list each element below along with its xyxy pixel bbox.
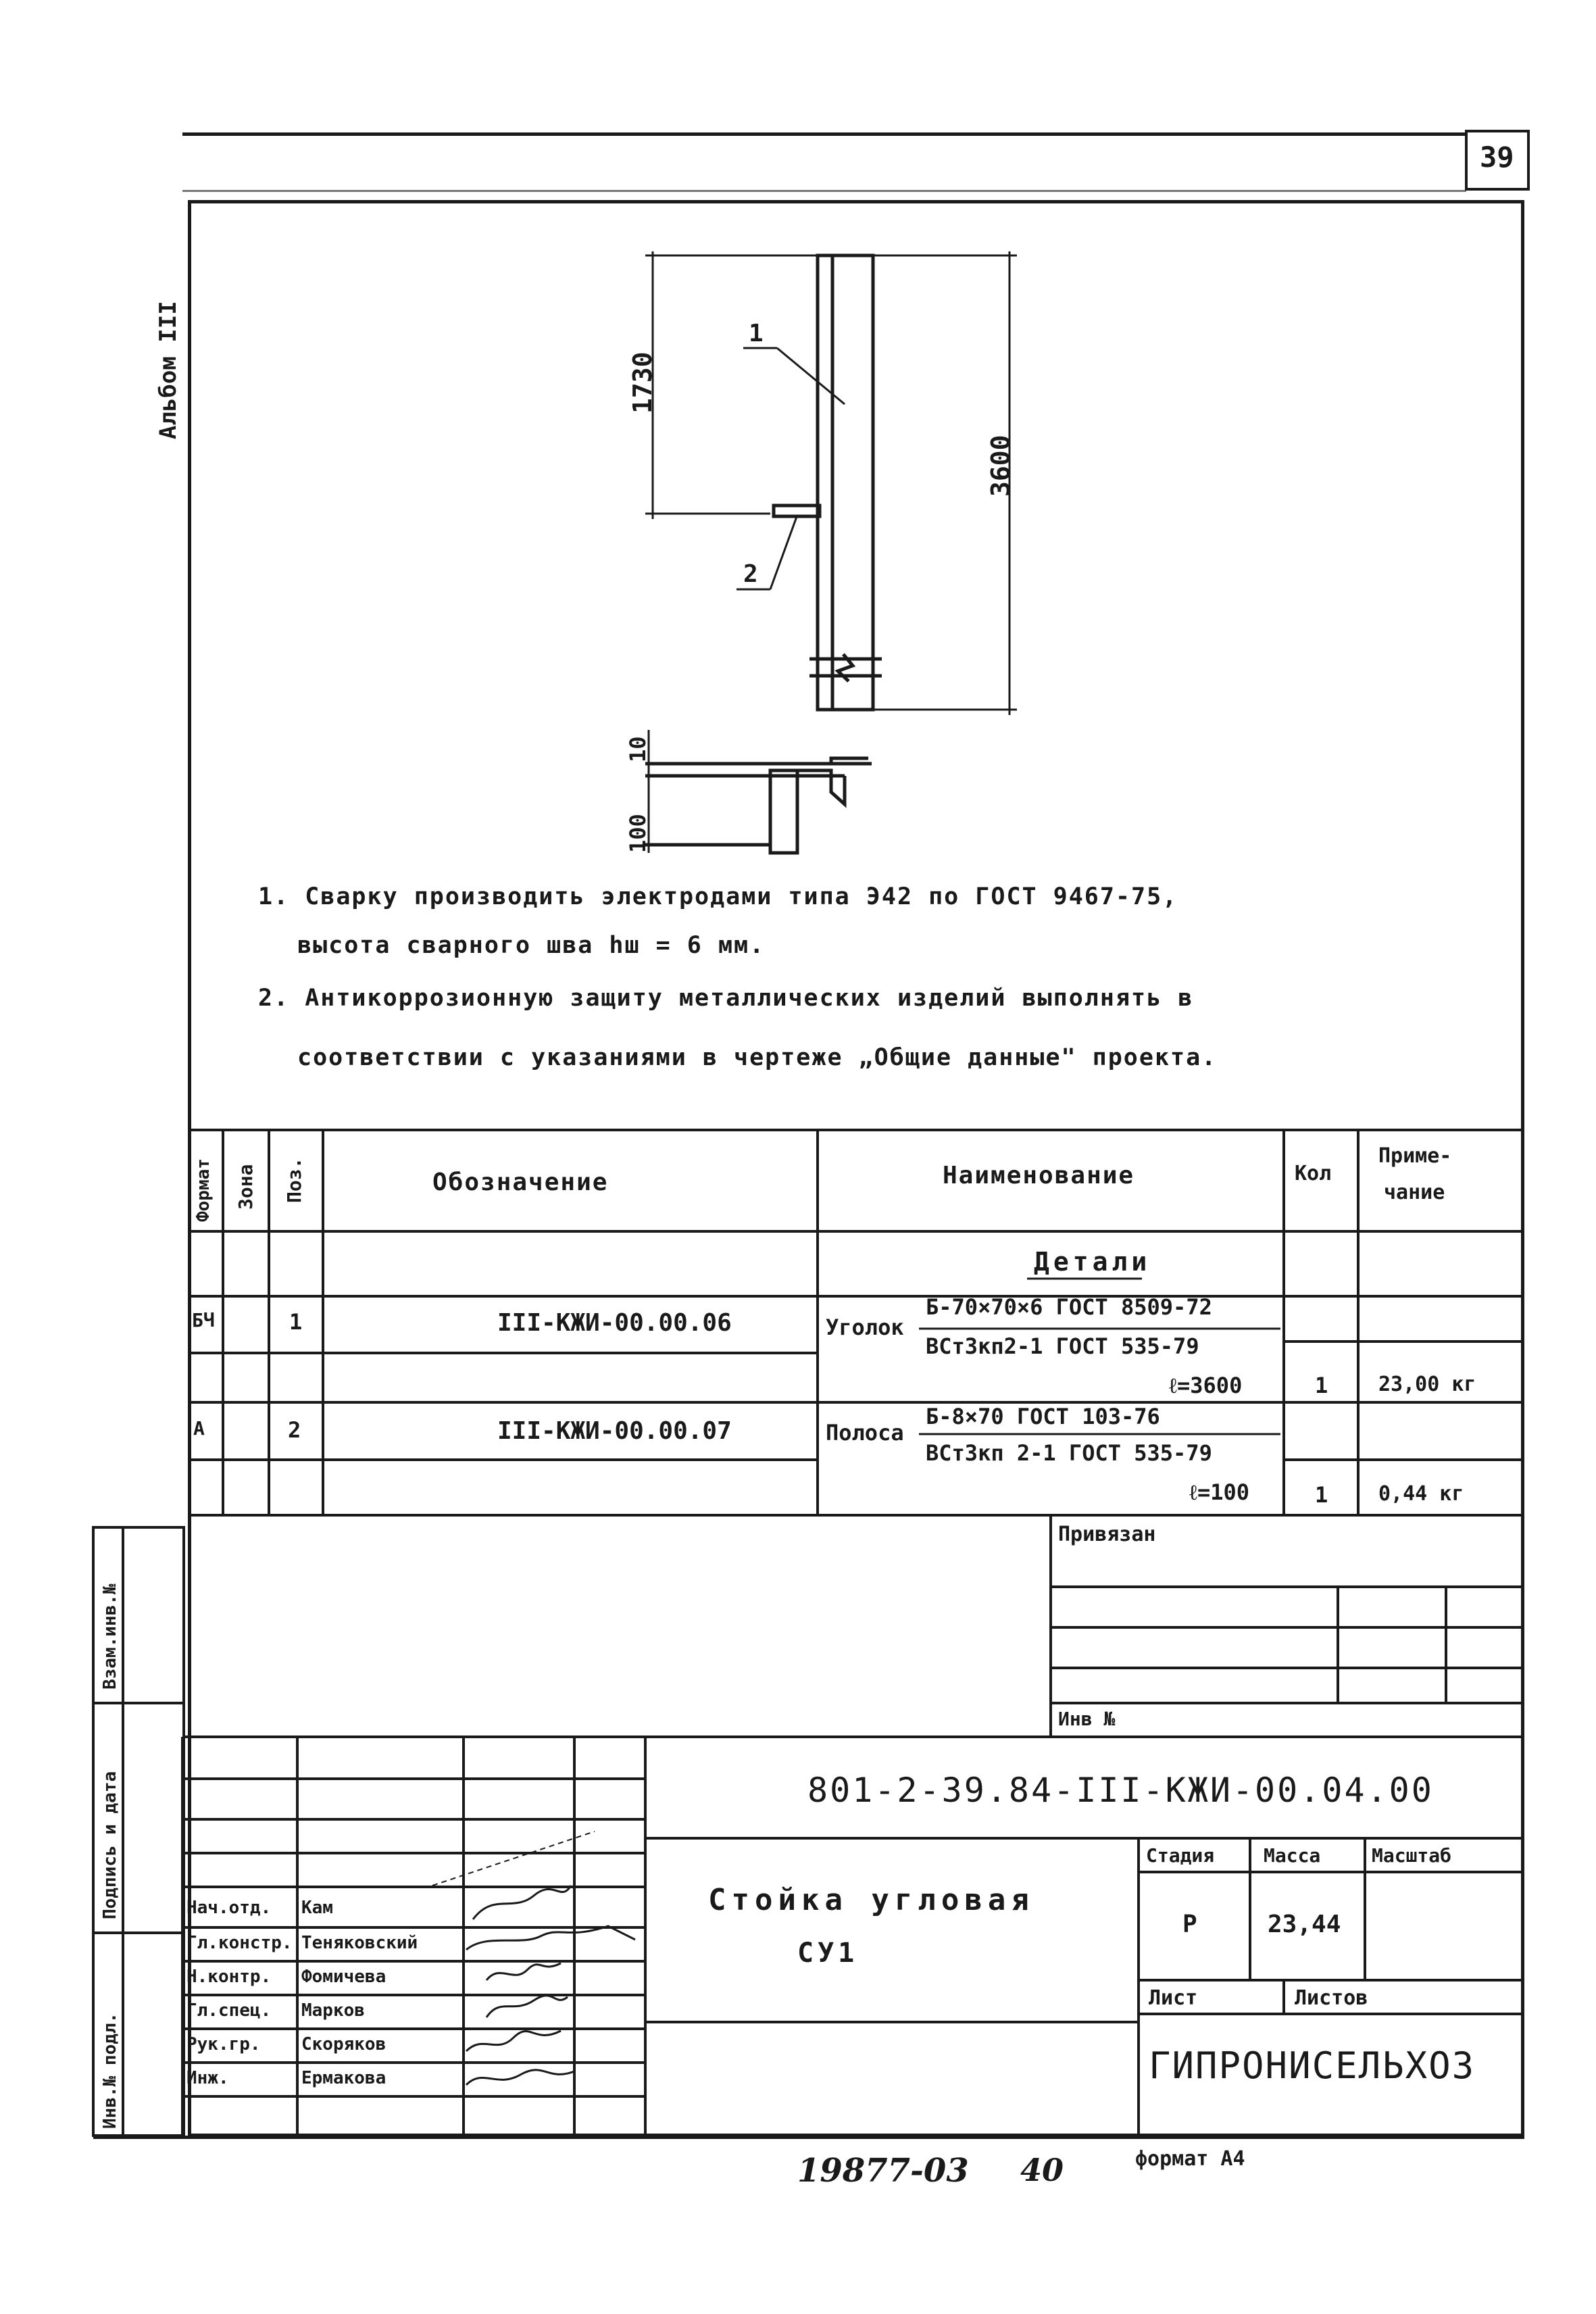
row-1-note: 23,00 кг: [1378, 1373, 1476, 1396]
row-1-pos: 1: [289, 1309, 303, 1335]
title-line-2: СУ1: [797, 1938, 859, 1969]
mass-value: 23,44: [1268, 1911, 1341, 1938]
mass-header: Масса: [1264, 1844, 1321, 1867]
footer-format: формат А4: [1135, 2147, 1245, 2171]
person-5-role: Рук.гр.: [186, 2034, 261, 2054]
signature-6: [465, 2069, 575, 2086]
signature-3: [485, 1962, 562, 1981]
note-2-line-2: соответствии с указаниями в чертеже „Общ…: [297, 1044, 1218, 1071]
signature-2: [466, 1925, 636, 1951]
section-title: Детали: [1034, 1247, 1151, 1277]
bottom-rule: [93, 2136, 1524, 2139]
top-rule-2: [182, 190, 1466, 192]
col-note-header-1: Приме-: [1378, 1144, 1452, 1168]
title-line-1: Стойка угловая: [708, 1883, 1034, 1917]
signature-5: [465, 2029, 562, 2052]
sheet-label: Лист: [1149, 1986, 1198, 2010]
scale-header: Масштаб: [1372, 1844, 1452, 1867]
sheet-number: 39: [1480, 141, 1514, 174]
row-1-qty: 1: [1315, 1373, 1328, 1398]
person-1-role: Нач.отд.: [186, 1898, 272, 1918]
sheet-number-box: [1465, 130, 1530, 191]
person-3-name: Фомичева: [301, 1967, 386, 1987]
person-2-role: Гл.констр.: [186, 1933, 293, 1953]
row-2-designation: III-КЖИ-00.00.07: [497, 1417, 732, 1445]
row-2-format: А: [193, 1417, 205, 1439]
person-5-name: Скоряков: [301, 2034, 386, 2054]
footer-handwritten-page: 40: [1020, 2152, 1064, 2188]
note-1-line-1: 1. Сварку производить электродами типа Э…: [258, 883, 1178, 910]
row-2-name-prefix: Полоса: [826, 1420, 904, 1446]
person-4-role: Гл.спец.: [186, 2000, 272, 2021]
row-2-name-top: Б-8×70 ГОСТ 103-76: [926, 1404, 1160, 1429]
col-note-header-2: чание: [1384, 1181, 1445, 1204]
note-2-line-1: 2. Антикоррозионную защиту металлических…: [258, 985, 1194, 1012]
drawing-frame: [188, 200, 1524, 2137]
col-qty-header: Кол: [1295, 1162, 1332, 1185]
person-6-role: Инж.: [186, 2068, 229, 2088]
row-1-name-bottom: ВСт3кп2-1 ГОСТ 535-79: [926, 1333, 1199, 1359]
person-6-name: Ермакова: [301, 2068, 386, 2088]
row-1-name-prefix: Уголок: [826, 1314, 904, 1340]
doc-code: 801-2-39.84-III-КЖИ-00.04.00: [807, 1771, 1434, 1810]
row-2-name-bottom: ВСт3кп 2-1 ГОСТ 535-79: [926, 1440, 1212, 1466]
col-designation-header: Обозначение: [432, 1168, 609, 1196]
row-2-note: 0,44 кг: [1378, 1482, 1464, 1506]
signature-1: [472, 1885, 572, 1920]
footer-handwritten-number: 19877-03: [797, 2152, 969, 2190]
person-1-name: Кам: [301, 1898, 333, 1918]
sheets-label: Листов: [1295, 1986, 1368, 2010]
signature-stroke: [432, 1831, 595, 1886]
signature-4: [485, 1994, 568, 2018]
person-4-name: Марков: [301, 2000, 365, 2021]
row-1-length: ℓ=3600: [1169, 1373, 1243, 1398]
col-name-header: Наименование: [943, 1162, 1135, 1189]
stage-value: Р: [1182, 1911, 1197, 1938]
row-1-designation: III-КЖИ-00.00.06: [497, 1309, 732, 1337]
position-2-label: 2: [743, 560, 758, 588]
note-1-line-2: высота сварного шва hш = 6 мм.: [297, 932, 766, 959]
row-2-length: ℓ=100: [1189, 1479, 1250, 1505]
stage-header: Стадия: [1146, 1844, 1215, 1867]
row-1-format: БЧ: [192, 1309, 215, 1331]
organization-name: ГИПРОНИСЕЛЬХОЗ: [1149, 2044, 1476, 2087]
position-1-label: 1: [749, 320, 764, 347]
top-rule: [182, 132, 1466, 136]
binding-label: Привязан: [1058, 1523, 1156, 1546]
person-3-role: Н.контр.: [186, 1967, 272, 1987]
row-1-name-top: Б-70×70×6 ГОСТ 8509-72: [926, 1294, 1212, 1320]
person-2-name: Теняковский: [301, 1933, 418, 1953]
row-2-pos: 2: [288, 1417, 301, 1443]
inv-label: Инв №: [1058, 1708, 1116, 1730]
row-2-qty: 1: [1315, 1482, 1328, 1508]
